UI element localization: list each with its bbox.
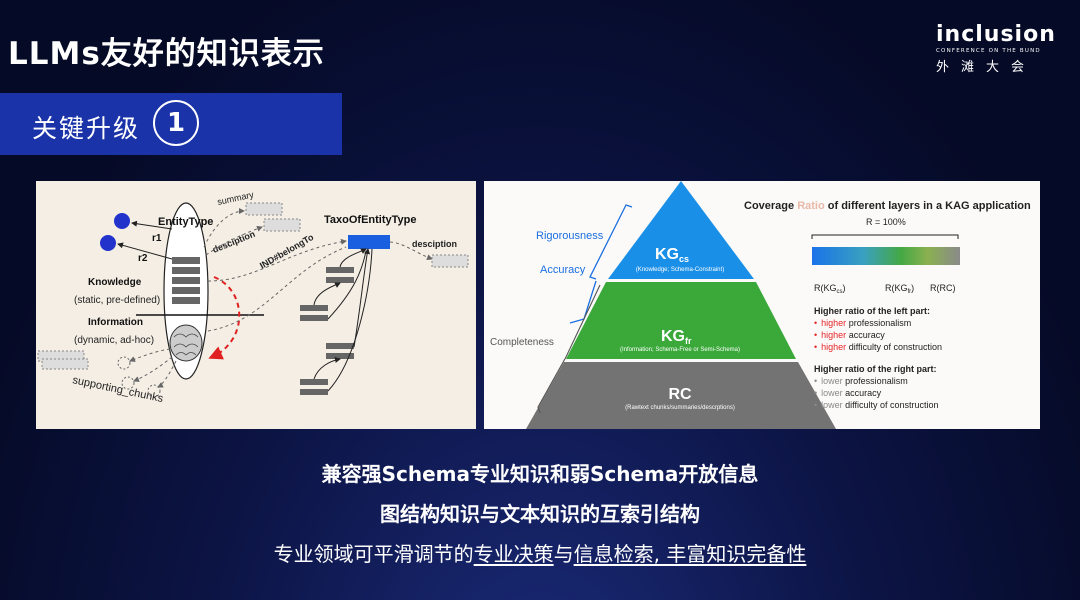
kgfr-label: KGfr — [661, 328, 692, 346]
caption-line-2: 图结构知识与文本知识的互索引结构 — [380, 502, 700, 526]
r-kgfr-label: R(KGfr) — [885, 283, 914, 295]
kgcs-desc: (Knowledge; Schema-Constraint) — [636, 267, 724, 273]
caption-line-1: 兼容强Schema专业知识和弱Schema开放信息 — [321, 462, 759, 486]
desciption-left-label: desciption — [211, 229, 256, 255]
right-part-list: •lower professionalism •lower accuracy •… — [814, 376, 939, 410]
pyramid-top-kgcs — [608, 181, 754, 279]
svg-text:•higher accuracy: •higher accuracy — [814, 330, 885, 340]
taxo-label: TaxoOfEntityType — [324, 214, 417, 226]
completeness-bracket — [537, 284, 601, 414]
rigorousness-bracket — [589, 204, 633, 280]
completeness-label: Completeness — [490, 337, 554, 348]
coverage-ratio-bar — [812, 247, 960, 265]
caption-3-b: 专业决策 — [473, 542, 554, 566]
caption-3-d: 信息检索, 丰富知识完备性 — [573, 542, 807, 566]
section-banner: 关键升级 1 — [0, 93, 342, 155]
svg-text:•higher difficulty of construc: •higher difficulty of construction — [814, 342, 942, 352]
accuracy-label: Accuracy — [540, 264, 586, 276]
taxo-root-node — [348, 235, 390, 249]
r-rc-label: R(RC) — [930, 283, 956, 293]
kgcs-label: KGcs — [655, 246, 689, 264]
supporting-chunks-label: supporting_chunks — [71, 374, 164, 405]
rc-desc: (Rawtext chunks/summaries/descrptions) — [625, 405, 735, 411]
left-part-header: Higher ratio of the left part: — [814, 306, 930, 316]
kag-pyramid-svg: KGcs (Knowledge; Schema-Constraint) KGfr… — [490, 181, 1031, 429]
r-kgcs-label: R(KGcs) — [814, 283, 846, 295]
blue-node-1 — [114, 213, 130, 229]
entity-graph-svg: r1 r2 EntityType summary desciption IND#… — [37, 189, 469, 405]
caption-line-3: 专业领域可平滑调节的专业决策与信息检索, 丰富知识完备性 — [0, 538, 1080, 567]
information-sub-label: (dynamic, ad-hoc) — [74, 335, 154, 346]
slide-title: LLMs友好的知识表示 — [8, 36, 325, 72]
information-blob — [169, 324, 203, 362]
kgfr-desc: (Information; Schema-Free or Semi-Schema… — [620, 347, 740, 353]
svg-text:•lower difficulty of construct: •lower difficulty of construction — [814, 400, 939, 410]
logo-subtitle: CONFERENCE ON THE BUND — [936, 48, 1041, 54]
information-label: Information — [88, 317, 143, 328]
rc-label: RC — [668, 386, 692, 403]
r1-label: r1 — [152, 233, 162, 244]
right-part-header: Higher ratio of the right part: — [814, 364, 937, 374]
blue-node-2 — [100, 235, 116, 251]
r-total-label: R = 100% — [866, 217, 906, 227]
section-label: 关键升级 — [32, 114, 141, 143]
pyramid-middle-kgfr — [566, 282, 796, 359]
coverage-title: Coverage Ratio of different layers in a … — [744, 200, 1031, 212]
left-part-list: •higher professionalism •higher accuracy… — [814, 318, 942, 352]
inclusion-logo: inclusion CONFERENCE ON THE BUND 外滩大会 — [936, 22, 1056, 76]
logo-brand: inclusion — [936, 22, 1056, 47]
rigorousness-label: Rigorousness — [536, 230, 604, 242]
knowledge-representation-diagram: r1 r2 EntityType summary desciption IND#… — [36, 181, 476, 429]
pyramid-bottom-rc — [526, 362, 836, 429]
r2-label: r2 — [138, 253, 148, 264]
caption-3-c: 与 — [553, 542, 574, 566]
knowledge-sub-label: (static, pre-defined) — [74, 295, 160, 306]
svg-text:•lower professionalism: •lower professionalism — [814, 376, 908, 386]
caption-3-a: 专业领域可平滑调节的 — [273, 542, 474, 566]
red-dashed-arc — [208, 276, 241, 360]
entitytype-label: EntityType — [158, 216, 213, 228]
section-number-badge: 1 — [153, 100, 199, 146]
svg-text:•lower accuracy: •lower accuracy — [814, 388, 882, 398]
knowledge-label: Knowledge — [88, 277, 142, 288]
kag-pyramid-diagram: KGcs (Knowledge; Schema-Constraint) KGfr… — [484, 181, 1040, 429]
logo-chinese: 外滩大会 — [936, 60, 1037, 75]
desciption-right-label: desciption — [412, 239, 457, 249]
svg-text:•higher professionalism: •higher professionalism — [814, 318, 911, 328]
